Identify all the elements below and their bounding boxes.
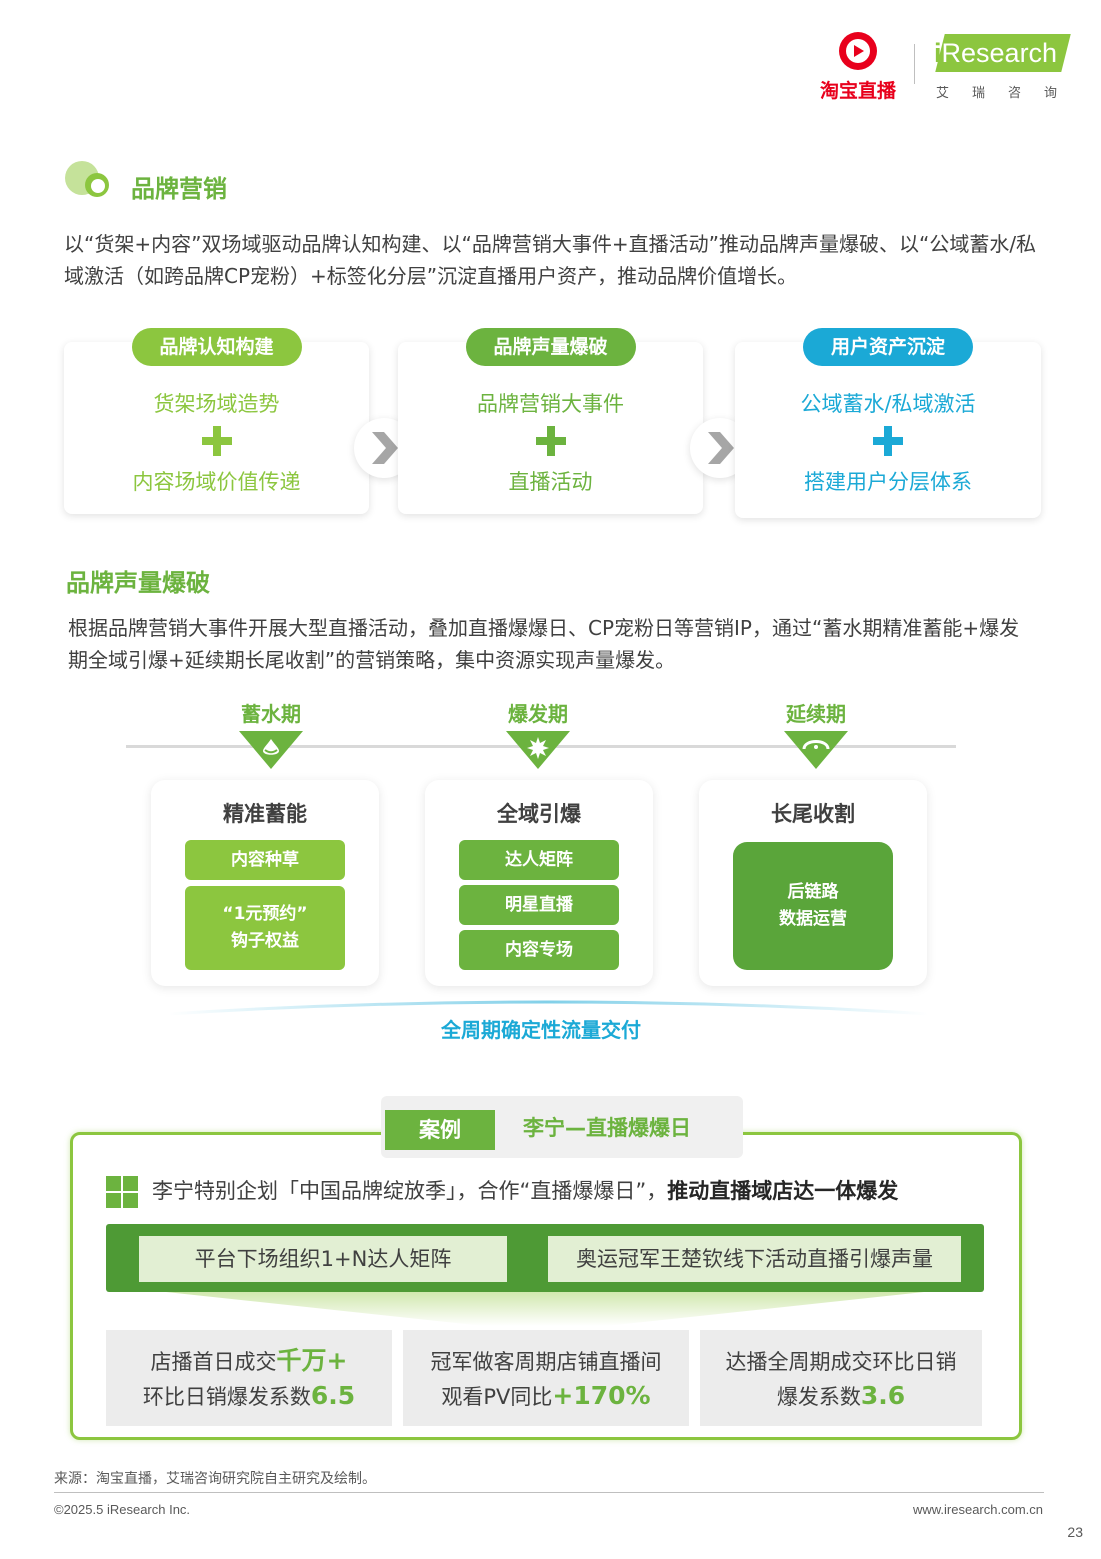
stat-highlight: 千万+: [276, 1346, 348, 1375]
subsection-title: 品牌声量爆破: [66, 569, 210, 597]
card-pill: 用户资产沉淀: [802, 328, 974, 366]
grid-icon: [106, 1176, 138, 1208]
arc-decoration: [167, 996, 929, 1018]
case-description-bold: 推动直播域店达一体爆发: [667, 1179, 899, 1203]
card-line-1: 公域蓄水/私域激活: [800, 392, 976, 416]
card-line-1: 货架场域造势: [153, 392, 280, 416]
stage-tag: 明星直播: [459, 885, 619, 925]
plus-icon: [873, 426, 903, 456]
stage-title: 精准蓄能: [223, 802, 307, 826]
card-line-2: 内容场域价值传递: [132, 470, 301, 494]
plus-icon: [201, 426, 232, 456]
iresearch-logo-i: i: [934, 38, 942, 68]
stage-tag: 内容专场: [459, 930, 619, 970]
case-bar-item: 平台下场组织1+N达人矩阵: [139, 1236, 507, 1282]
iresearch-logo-word: Research: [941, 38, 1058, 68]
section-title: 品牌营销: [131, 175, 227, 203]
case-label: 案例: [385, 1110, 495, 1150]
card-brand-volume: 品牌声量爆破 品牌营销大事件 直播活动: [398, 328, 703, 514]
iresearch-logo: iResearch 艾瑞咨询: [930, 32, 1071, 102]
stat-highlight: +170%: [552, 1381, 651, 1410]
source-note: 来源：淘宝直播，艾瑞咨询研究院自主研究及绘制。: [54, 1471, 376, 1487]
stat-highlight: 6.5: [310, 1381, 356, 1410]
case-bar-item: 奥运冠军王楚钦线下活动直播引爆声量: [548, 1236, 961, 1282]
phase-label: 延续期: [786, 702, 846, 726]
stage-title: 长尾收割: [771, 802, 855, 826]
dome-icon: [784, 731, 848, 769]
stage-tag: “1元预约” 钩子权益: [185, 886, 345, 970]
case-name: 李宁—直播爆爆日: [523, 1116, 691, 1140]
section-intro: 以“货架+内容”双场域驱动品牌认知构建、以“品牌营销大事件+直播活动”推动品牌声…: [64, 232, 1037, 288]
taobao-live-logo: 淘宝直播: [815, 30, 901, 103]
stage-tag: 达人矩阵: [459, 840, 619, 880]
taobao-live-icon: [834, 30, 882, 72]
stage-tag: 后链路 数据运营: [733, 842, 893, 970]
phase-label: 蓄水期: [241, 702, 301, 726]
full-cycle-caption: 全周期确定性流量交付: [441, 1018, 641, 1042]
case-stat: 店播首日成交千万+ 环比日销爆发系数6.5: [106, 1330, 392, 1426]
subsection-paragraph: 根据品牌营销大事件开展大型直播活动，叠加直播爆爆日、CP宠粉日等营销IP，通过“…: [68, 616, 1020, 672]
stage-card-precise: 精准蓄能 内容种草 “1元预约” 钩子权益: [151, 780, 379, 986]
case-stat: 冠军做客周期店铺直播间 观看PV同比+170%: [403, 1330, 689, 1426]
card-brand-awareness: 品牌认知构建 货架场域造势 内容场域价值传递: [64, 328, 369, 514]
burst-icon: [506, 731, 570, 769]
plus-icon: [535, 426, 566, 456]
logo-divider: [914, 44, 915, 84]
case-description: 李宁特别企划「中国品牌绽放季」，合作“直播爆爆日”，推动直播域店达一体爆发: [152, 1179, 899, 1203]
taobao-live-logo-text: 淘宝直播: [819, 80, 896, 102]
copyright: ©2025.5 iResearch Inc.: [54, 1502, 191, 1517]
phase-label: 爆发期: [508, 702, 568, 726]
section-bubble-icon: [64, 160, 110, 200]
funnel-decoration: [106, 1292, 984, 1326]
stage-card-full-domain: 全域引爆 达人矩阵 明星直播 内容专场: [425, 780, 653, 986]
stage-tag: 内容种草: [185, 840, 345, 880]
stat-highlight: 3.6: [860, 1381, 906, 1410]
card-line-1: 品牌营销大事件: [477, 392, 624, 416]
card-pill: 品牌声量爆破: [465, 328, 636, 366]
card-line-2: 搭建用户分层体系: [804, 470, 972, 494]
iresearch-logo-subtitle: 艾瑞咨询: [936, 86, 1081, 101]
case-stat: 达播全周期成交环比日销 爆发系数3.6: [700, 1330, 982, 1426]
stage-title: 全域引爆: [497, 802, 581, 826]
footer-divider: [54, 1492, 1044, 1493]
card-user-assets: 用户资产沉淀 公域蓄水/私域激活 搭建用户分层体系: [735, 328, 1041, 518]
water-drop-icon: [239, 731, 303, 769]
stage-card-long-tail: 长尾收割 后链路 数据运营: [699, 780, 927, 986]
website-link[interactable]: www.iresearch.com.cn: [912, 1502, 1043, 1517]
card-pill: 品牌认知构建: [131, 328, 302, 366]
card-line-2: 直播活动: [508, 470, 593, 494]
page-number: 23: [1067, 1524, 1083, 1540]
